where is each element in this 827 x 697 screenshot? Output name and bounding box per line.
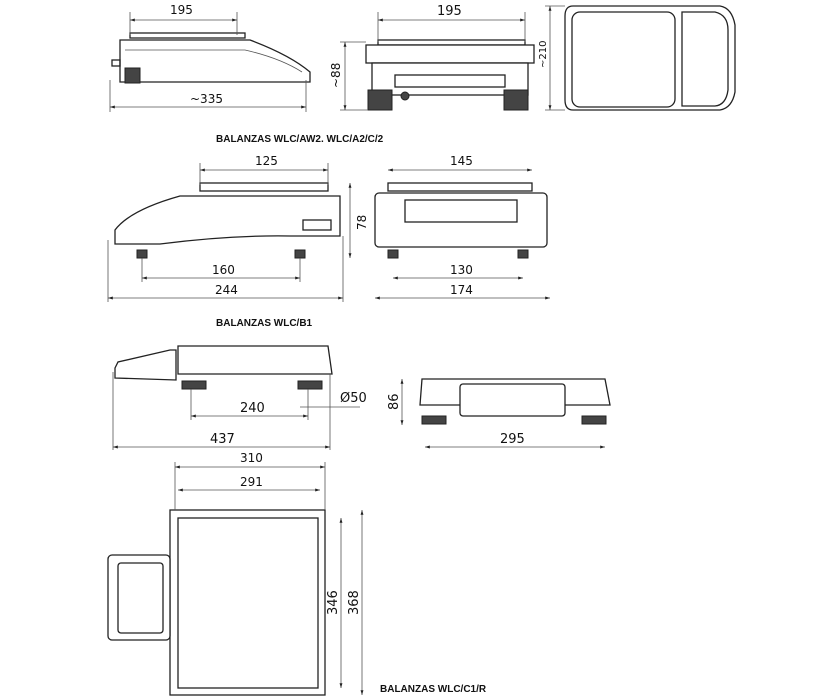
scale-4-top-view: 310 291 346 368 (107, 451, 364, 696)
dim-label: 368 (347, 590, 362, 615)
dim-label: 160 (212, 263, 235, 277)
dim-label: ~210 (538, 41, 549, 68)
section-title: BALANZAS WLC/AW2. WLC/A2/C/2 (216, 134, 384, 145)
dim-label: 195 (437, 4, 462, 19)
dim-label: 240 (240, 401, 265, 416)
dim-label: 145 (450, 154, 473, 168)
scale-1-side-view: 195 ~335 (109, 3, 311, 112)
section-title: BALANZAS WLC/B1 (216, 318, 313, 329)
dim-label: 86 (387, 393, 402, 410)
scale-2-front-view: 145 130 174 (374, 154, 550, 300)
dim-label: 291 (240, 475, 263, 489)
scale-3-front-view: 86 295 (387, 378, 611, 449)
scale-3-side-view: 240 Ø50 437 (112, 345, 367, 450)
scale-2-side-view: 125 78 160 244 (107, 154, 369, 302)
dim-label: ~88 (329, 63, 343, 88)
section-title: BALANZAS WLC/C1/R (380, 684, 487, 695)
dim-label: 78 (355, 215, 369, 230)
scale-1-front-view: 195 ~88 (329, 4, 535, 111)
dim-label: ~335 (190, 92, 223, 106)
dim-label: 244 (215, 283, 238, 297)
dim-label: 295 (500, 432, 525, 447)
dim-label: 125 (255, 154, 278, 168)
dim-label: 130 (450, 263, 473, 277)
dim-label: 174 (450, 283, 473, 297)
dim-label: 195 (170, 3, 193, 17)
dim-label: 310 (240, 451, 263, 465)
dim-label: 437 (210, 432, 235, 447)
scale-1-top-view: ~210 (538, 5, 736, 111)
dim-label: Ø50 (340, 391, 367, 406)
dim-label: 346 (326, 590, 341, 615)
